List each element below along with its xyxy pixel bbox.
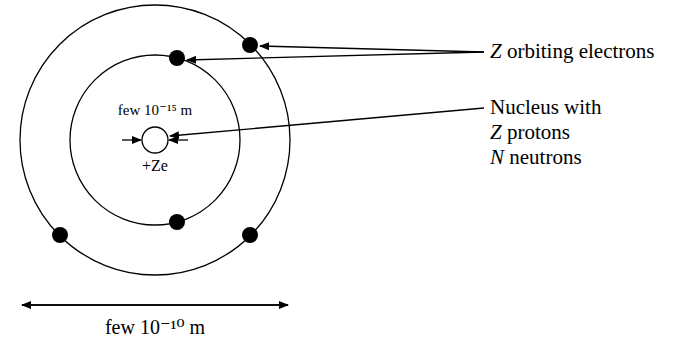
size-arrow xyxy=(169,139,188,140)
nucleus-size: few 10⁻¹⁵ m xyxy=(118,102,192,119)
outer-orbit xyxy=(20,5,290,275)
electron xyxy=(169,214,185,230)
leader-arrow xyxy=(170,108,484,136)
inner-orbit xyxy=(70,55,240,225)
electron xyxy=(242,37,258,53)
dimension-arrow xyxy=(22,304,288,305)
electron xyxy=(52,227,68,243)
electron-label: Z orbiting electrons xyxy=(490,39,654,63)
nucleus-label: Nucleus with xyxy=(490,95,601,119)
nuclear-charge: +Ze xyxy=(142,157,168,175)
dimension-arrow xyxy=(22,304,288,305)
nucleus-label: Z protons xyxy=(490,120,570,144)
electron xyxy=(169,50,185,66)
nucleus-label: N neutrons xyxy=(490,145,582,169)
leader-arrow xyxy=(260,46,484,52)
size-arrow xyxy=(122,139,141,140)
atom-size: few 10⁻¹⁰ m xyxy=(105,316,205,339)
electron xyxy=(242,227,258,243)
leader-arrow xyxy=(187,52,484,60)
nucleus xyxy=(142,127,168,153)
